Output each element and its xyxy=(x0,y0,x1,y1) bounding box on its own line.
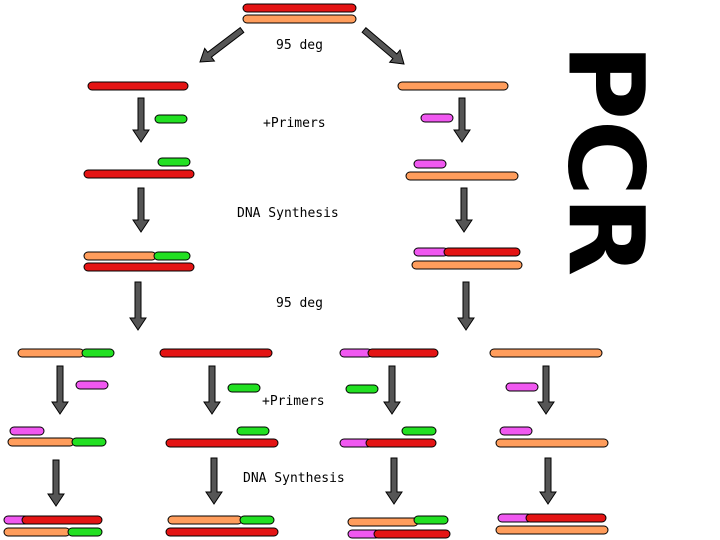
final-1b-primer-green xyxy=(67,527,103,537)
single-3-primer-magenta xyxy=(339,348,373,358)
annealed-3-red xyxy=(365,438,437,448)
annealed-2-red xyxy=(165,438,279,448)
final-3a-orange xyxy=(347,517,419,527)
new-strand-orange xyxy=(83,251,157,261)
arrow-diag-left xyxy=(199,26,245,63)
strand-red-copy xyxy=(83,262,195,272)
single-1-primer-green xyxy=(81,348,115,358)
annealed-1-primer-magenta xyxy=(9,426,45,436)
template-strand-red xyxy=(242,3,357,13)
new-strand-primer-green xyxy=(153,251,191,261)
annealed-2-primer-green xyxy=(236,426,270,436)
annealed-4-primer-magenta xyxy=(499,426,533,436)
primer-magenta-annealed xyxy=(413,159,447,169)
arrow-down-12 xyxy=(205,457,223,505)
single-strand-orange xyxy=(397,81,509,91)
single-3-red xyxy=(367,348,439,358)
final-2b-red xyxy=(165,527,279,537)
arrow-down-4 xyxy=(455,187,473,233)
template-strand-orange xyxy=(242,14,357,24)
primer-magenta-2a xyxy=(75,380,109,390)
arrow-down-13 xyxy=(385,457,403,505)
final-1b-orange xyxy=(3,527,71,537)
step-label-primers-1: +Primers xyxy=(263,116,326,131)
single-2-red xyxy=(159,348,273,358)
final-4a-red xyxy=(525,513,607,523)
primer-magenta-2d xyxy=(505,382,539,392)
single-strand-red xyxy=(87,81,189,91)
step-label-synthesis-2: DNA Synthesis xyxy=(243,471,345,486)
arrow-down-5 xyxy=(129,281,147,331)
arrow-down-8 xyxy=(203,365,221,415)
annealed-3-primer-green xyxy=(401,426,437,436)
arrow-down-6 xyxy=(457,281,475,331)
arrow-down-11 xyxy=(47,459,65,507)
arrow-down-1 xyxy=(132,97,150,143)
dna-strands xyxy=(3,3,609,539)
process-arrows xyxy=(47,26,557,507)
final-1a-red xyxy=(21,515,103,525)
primer-magenta xyxy=(420,113,454,123)
arrow-down-9 xyxy=(383,365,401,415)
arrow-diag-right xyxy=(361,26,405,65)
annealed-1-orange xyxy=(7,437,75,447)
annealed-4-orange xyxy=(495,438,609,448)
strand-orange-annealed xyxy=(405,171,519,181)
annealed-1-primer-green xyxy=(71,437,107,447)
arrow-down-2 xyxy=(453,97,471,143)
primer-green-annealed xyxy=(157,157,191,167)
single-4-orange xyxy=(489,348,603,358)
step-label-primers-2: +Primers xyxy=(262,394,325,409)
step-label-denature-2: 95 deg xyxy=(276,296,323,311)
primer-green-2b xyxy=(227,383,261,393)
final-3a-primer-green xyxy=(413,515,449,525)
primer-green-2c xyxy=(345,384,379,394)
final-2a-primer-green xyxy=(239,515,275,525)
final-2a-orange xyxy=(167,515,243,525)
step-label-denature-1: 95 deg xyxy=(276,38,323,53)
step-label-synthesis-1: DNA Synthesis xyxy=(237,206,339,221)
pcr-title: PCR xyxy=(545,44,667,277)
arrow-down-3 xyxy=(132,187,150,233)
new-strand-red xyxy=(443,247,521,257)
final-4b-orange xyxy=(495,525,609,535)
strand-orange-copy xyxy=(411,260,523,270)
strand-red-annealed xyxy=(83,169,195,179)
final-3b-red xyxy=(373,529,451,539)
arrow-down-10 xyxy=(537,365,555,415)
arrow-down-14 xyxy=(539,457,557,505)
single-1-orange xyxy=(17,348,85,358)
arrow-down-7 xyxy=(51,365,69,415)
primer-green xyxy=(154,114,188,124)
new-strand-primer-magenta xyxy=(413,247,449,257)
